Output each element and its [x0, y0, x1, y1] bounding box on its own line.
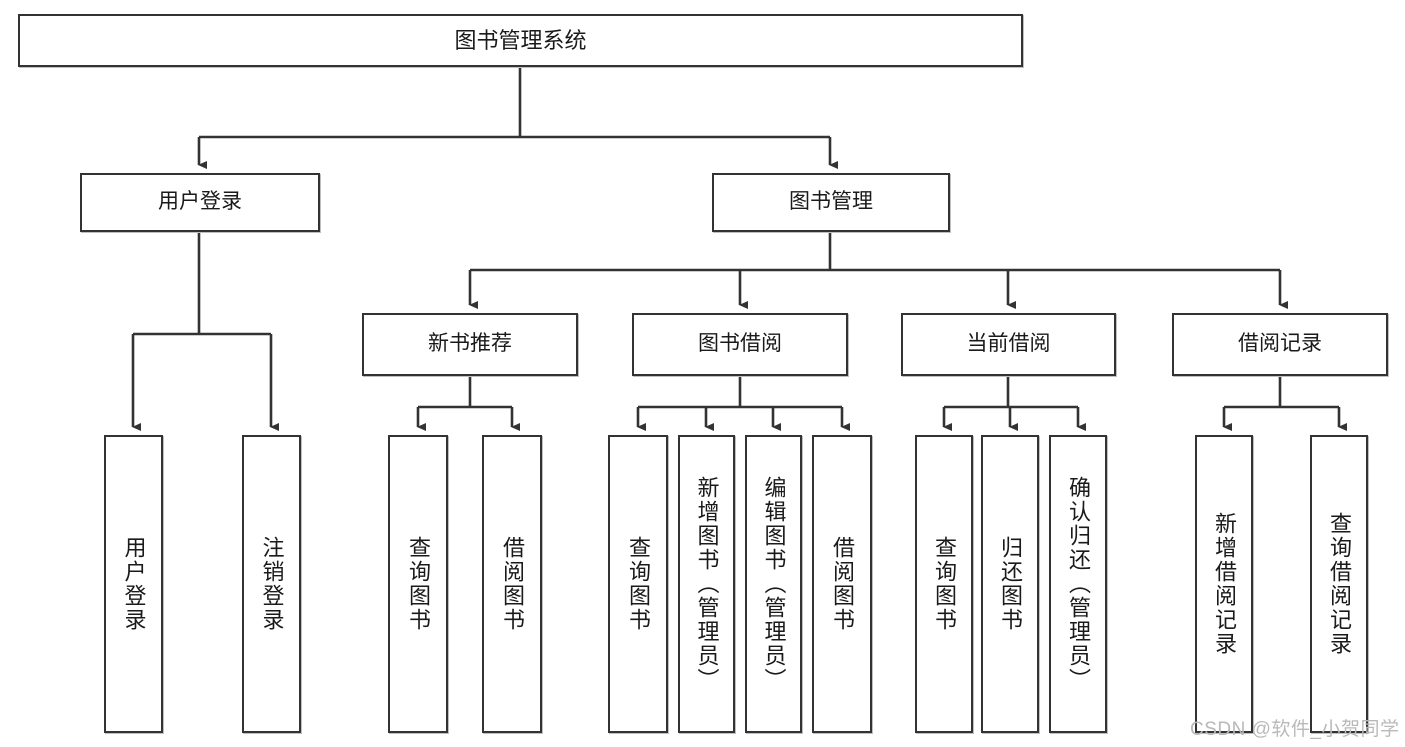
leaf-query-book-3[interactable]: 查询图书: [915, 435, 973, 733]
node-book-borrow-label: 图书借阅: [698, 332, 782, 356]
leaf-borrow-book-2-label: 借阅图书: [830, 536, 855, 632]
leaf-query-record-label: 查询借阅记录: [1327, 512, 1352, 656]
leaf-confirm-return-label: 确认归还（管理员）: [1066, 476, 1091, 692]
leaf-query-book-1-label: 查询图书: [406, 536, 431, 632]
node-root-label: 图书管理系统: [454, 27, 587, 53]
csdn-watermark: CSDN @软件_小贺同学: [1190, 719, 1400, 740]
leaf-confirm-return[interactable]: 确认归还（管理员）: [1049, 435, 1107, 733]
node-root[interactable]: 图书管理系统: [18, 14, 1023, 67]
leaf-query-book-1[interactable]: 查询图书: [388, 435, 448, 733]
leaf-return-book-label: 归还图书: [998, 536, 1023, 632]
leaf-add-book-label: 新增图书（管理员）: [694, 476, 720, 692]
leaf-user-login-label: 用户登录: [121, 536, 147, 632]
leaf-add-book[interactable]: 新增图书（管理员）: [678, 435, 735, 733]
leaf-user-login[interactable]: 用户登录: [104, 435, 163, 733]
node-current-borrow[interactable]: 当前借阅: [901, 313, 1116, 376]
node-user-login-label: 用户登录: [158, 190, 242, 214]
node-current-borrow-label: 当前借阅: [966, 332, 1051, 356]
node-new-book-rec-label: 新书推荐: [428, 332, 512, 356]
leaf-query-book-3-label: 查询图书: [932, 536, 957, 632]
node-user-login[interactable]: 用户登录: [80, 173, 320, 232]
leaf-borrow-book-1-label: 借阅图书: [500, 536, 525, 632]
node-borrow-record[interactable]: 借阅记录: [1172, 313, 1388, 376]
node-borrow-record-label: 借阅记录: [1238, 332, 1322, 356]
node-book-manage-label: 图书管理: [789, 190, 873, 214]
leaf-borrow-book-1[interactable]: 借阅图书: [482, 435, 542, 733]
leaf-query-book-2[interactable]: 查询图书: [608, 435, 668, 733]
leaf-add-record[interactable]: 新增借阅记录: [1195, 435, 1253, 733]
leaf-logout[interactable]: 注销登录: [242, 435, 301, 733]
node-new-book-rec[interactable]: 新书推荐: [362, 313, 578, 376]
connector-lines: [131, 67, 1347, 431]
leaf-borrow-book-2[interactable]: 借阅图书: [812, 435, 872, 733]
leaf-query-record[interactable]: 查询借阅记录: [1310, 435, 1368, 733]
leaf-return-book[interactable]: 归还图书: [981, 435, 1039, 733]
leaf-edit-book[interactable]: 编辑图书（管理员）: [745, 435, 802, 733]
leaf-logout-label: 注销登录: [259, 536, 285, 632]
node-book-borrow[interactable]: 图书借阅: [632, 313, 848, 376]
leaf-add-record-label: 新增借阅记录: [1212, 512, 1237, 656]
leaf-query-book-2-label: 查询图书: [626, 536, 651, 632]
node-book-manage[interactable]: 图书管理: [712, 173, 950, 232]
leaf-edit-book-label: 编辑图书（管理员）: [761, 476, 787, 692]
